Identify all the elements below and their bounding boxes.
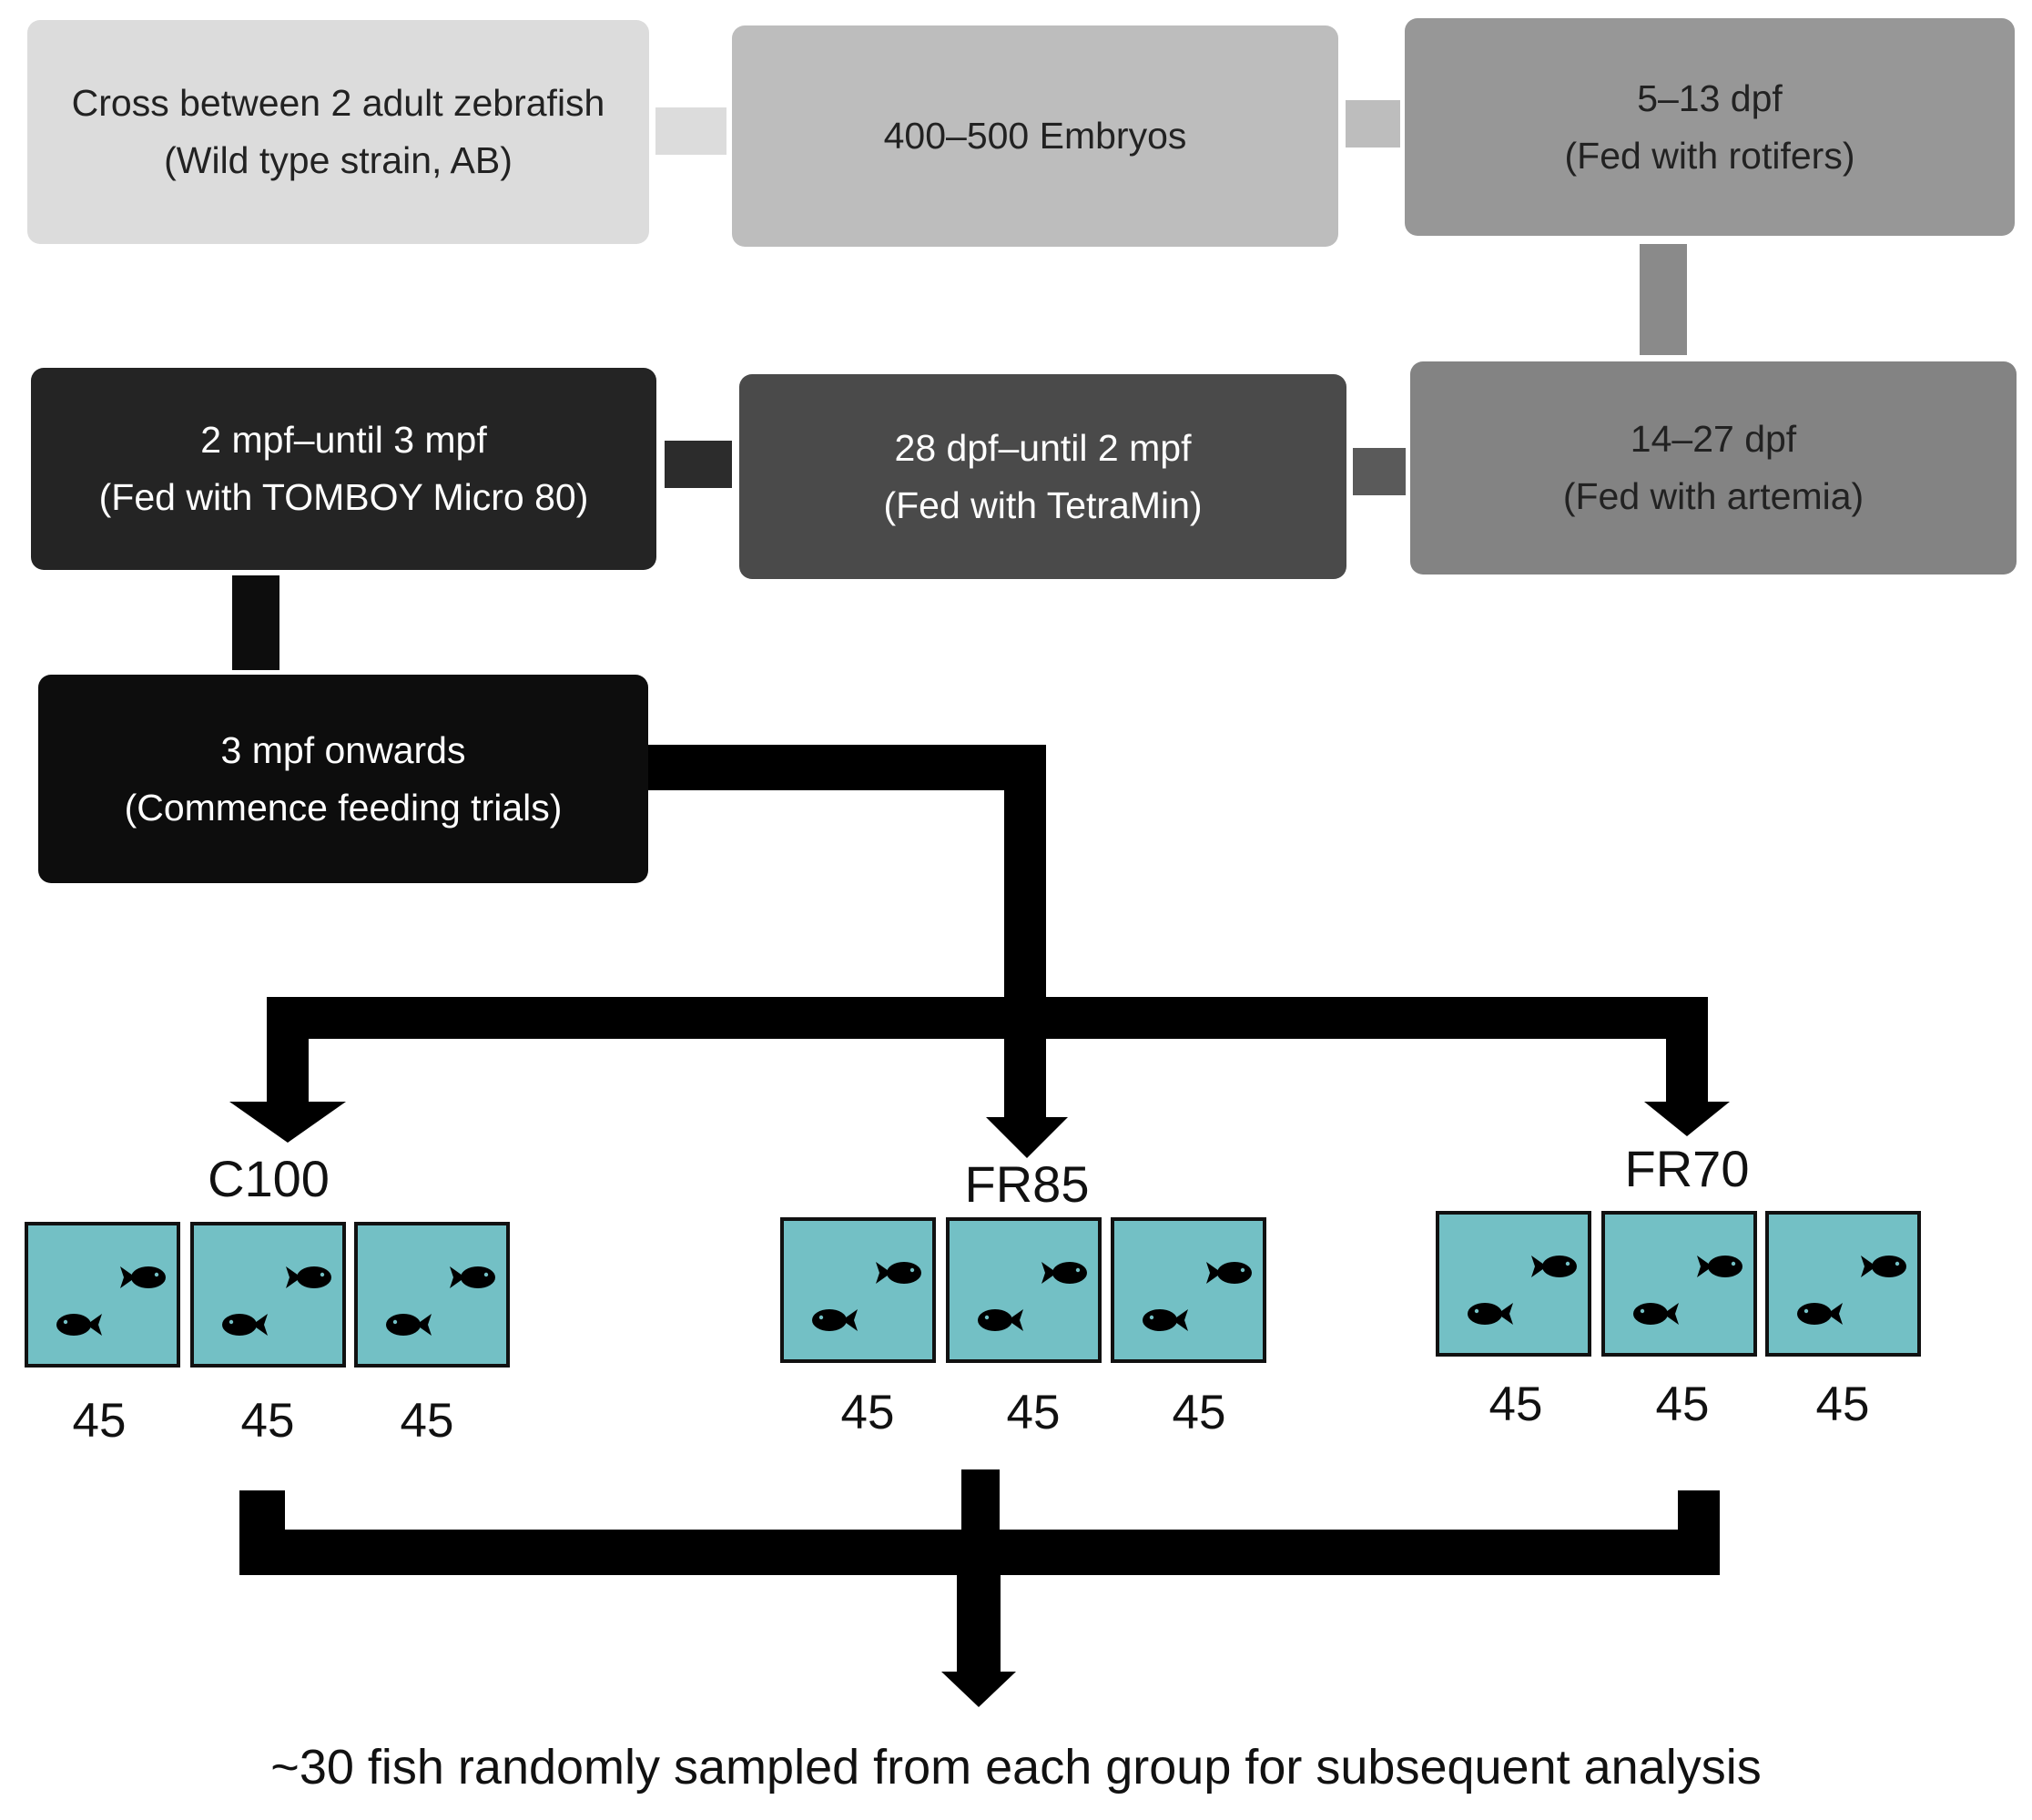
tank	[780, 1217, 936, 1363]
fish-icon	[56, 1314, 102, 1336]
fish-icon	[222, 1314, 268, 1336]
connector-tomboy-trials	[232, 575, 279, 670]
count-c100-3: 45	[400, 1394, 454, 1448]
box-tomboy-line2: (Fed with TOMBOY Micro 80)	[98, 476, 589, 518]
fish-icon	[1633, 1303, 1679, 1325]
fish-icon	[1531, 1256, 1577, 1277]
count-fr70-3: 45	[1815, 1378, 1870, 1431]
fish-icon	[1468, 1303, 1513, 1325]
branch-bar	[267, 997, 1708, 1039]
fish-icon	[1697, 1256, 1742, 1277]
fish-icon	[1206, 1262, 1252, 1284]
box-cross-line1: Cross between 2 adult zebrafish	[71, 82, 605, 124]
box-tomboy: 2 mpf–until 3 mpf (Fed with TOMBOY Micro…	[31, 368, 656, 570]
group-label-c100: C100	[208, 1150, 330, 1207]
merge-bar	[239, 1530, 1720, 1575]
box-cross: Cross between 2 adult zebrafish (Wild ty…	[27, 20, 649, 244]
box-embryos-line1: 400–500 Embryos	[883, 115, 1187, 157]
count-fr85-2: 45	[1006, 1386, 1061, 1439]
fish-icon	[1041, 1262, 1087, 1284]
group-label-fr85: FR85	[964, 1155, 1090, 1213]
box-tetramin-line1: 28 dpf–until 2 mpf	[894, 426, 1192, 469]
box-embryos: 400–500 Embryos	[732, 25, 1338, 247]
fish-icon	[120, 1266, 166, 1288]
count-fr70-1: 45	[1488, 1378, 1543, 1431]
connector-rotifers-artemia	[1640, 244, 1687, 355]
tank	[1765, 1211, 1921, 1357]
group-label-fr70: FR70	[1624, 1140, 1750, 1197]
box-tomboy-line1: 2 mpf–until 3 mpf	[200, 419, 487, 461]
fish-icon	[386, 1314, 432, 1336]
branch-middle-stem	[1004, 997, 1046, 1117]
connector-embryos-rotifers	[1346, 100, 1400, 147]
arrow-head-fr85	[986, 1117, 1068, 1158]
box-tetramin-line2: (Fed with TetraMin)	[883, 483, 1203, 526]
connector-cross-embryos	[655, 107, 726, 155]
count-c100-1: 45	[72, 1394, 127, 1448]
split-horizontal	[648, 745, 1046, 790]
merge-down-stem	[957, 1573, 1001, 1672]
connector-tetramin-tomboy	[665, 441, 732, 488]
box-cross-line2: (Wild type strain, AB)	[164, 139, 513, 181]
fish-icon	[978, 1309, 1023, 1331]
tank	[1601, 1211, 1757, 1357]
tank	[190, 1222, 346, 1368]
branch-left-stem	[267, 997, 309, 1102]
fish-icon	[450, 1266, 495, 1288]
fish-icon	[876, 1262, 921, 1284]
arrow-head-footer	[941, 1672, 1016, 1707]
box-artemia: 14–27 dpf (Fed with artemia)	[1410, 361, 2017, 574]
box-rotifers-line1: 5–13 dpf	[1637, 76, 1783, 119]
fish-icon	[286, 1266, 331, 1288]
arrow-head-c100	[229, 1102, 346, 1143]
box-artemia-line1: 14–27 dpf	[1630, 418, 1797, 460]
count-c100-2: 45	[240, 1394, 295, 1448]
tank	[25, 1222, 180, 1368]
merge-middle-stem	[961, 1469, 1000, 1579]
arrow-head-fr70	[1644, 1102, 1730, 1136]
box-artemia-line2: (Fed with artemia)	[1562, 475, 1864, 517]
tank	[1111, 1217, 1266, 1363]
tank	[1436, 1211, 1591, 1357]
branch-right-stem	[1666, 997, 1708, 1102]
split-vertical	[1004, 745, 1046, 1000]
count-fr85-1: 45	[840, 1386, 895, 1439]
count-fr70-2: 45	[1655, 1378, 1710, 1431]
merge-right-stem	[1678, 1490, 1720, 1574]
box-rotifers: 5–13 dpf (Fed with rotifers)	[1405, 18, 2015, 236]
box-tetramin: 28 dpf–until 2 mpf (Fed with TetraMin)	[739, 374, 1346, 579]
tank	[946, 1217, 1102, 1363]
merge-left-stem	[239, 1490, 285, 1574]
box-trials-line2: (Commence feeding trials)	[124, 786, 563, 829]
count-fr85-3: 45	[1172, 1386, 1226, 1439]
fish-icon	[1143, 1309, 1188, 1331]
box-rotifers-line2: (Fed with rotifers)	[1564, 134, 1855, 177]
box-trials: 3 mpf onwards (Commence feeding trials)	[38, 675, 648, 883]
tank	[354, 1222, 510, 1368]
fish-icon	[1861, 1256, 1906, 1277]
footer-note: ~30 fish randomly sampled from each grou…	[270, 1740, 1762, 1795]
fish-icon	[1797, 1303, 1843, 1325]
connector-artemia-tetramin	[1353, 448, 1406, 495]
box-trials-line1: 3 mpf onwards	[220, 728, 466, 771]
fish-icon	[812, 1309, 858, 1331]
